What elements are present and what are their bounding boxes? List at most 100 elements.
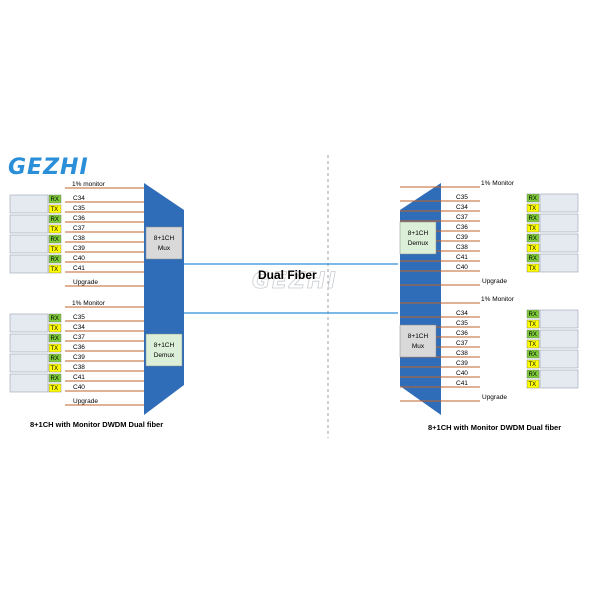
right-device-label: Mux: [412, 343, 425, 350]
right-port-tx: [526, 359, 540, 369]
left-device-box: [145, 333, 183, 367]
right-upgrade-label: Upgrade: [482, 394, 507, 401]
right-port-label: RX: [529, 196, 537, 202]
left-channel-label: C36: [73, 215, 85, 222]
right-channel-label: C41: [456, 254, 468, 261]
left-port-label: RX: [51, 316, 59, 322]
left-port-label: TX: [51, 346, 59, 352]
right-port-rx: [526, 349, 540, 359]
left-channel-label: C41: [73, 265, 85, 272]
left-port-rx: [48, 234, 62, 244]
left-port-tx: [48, 244, 62, 254]
right-port-label: RX: [529, 256, 537, 262]
left-port-rx: [48, 353, 62, 363]
left-port-rx: [48, 373, 62, 383]
left-channel-label: C37: [73, 334, 85, 341]
right-device-body: [400, 183, 441, 415]
right-port-rx: [526, 233, 540, 243]
left-port-label: TX: [51, 326, 59, 332]
right-client-box: [539, 309, 579, 329]
left-monitor-label: 1% monitor: [72, 181, 106, 188]
right-port-rx: [526, 369, 540, 379]
left-channel-label: C35: [73, 205, 85, 212]
right-port-tx: [526, 203, 540, 213]
left-channel-label: C36: [73, 344, 85, 351]
left-port-tx: [48, 363, 62, 373]
left-port-label: RX: [51, 217, 59, 223]
left-port-tx: [48, 323, 62, 333]
right-port-rx: [526, 309, 540, 319]
right-port-tx: [526, 319, 540, 329]
right-channel-label: C35: [456, 194, 468, 201]
right-channel-label: C40: [456, 370, 468, 377]
right-client-box: [539, 193, 579, 213]
brand-logo: GEZHI: [8, 155, 89, 180]
right-port-label: TX: [529, 342, 537, 348]
left-port-rx: [48, 313, 62, 323]
left-port-rx: [48, 214, 62, 224]
right-port-label: TX: [529, 226, 537, 232]
right-channel-label: C38: [456, 350, 468, 357]
right-port-tx: [526, 263, 540, 273]
right-channel-label: C34: [456, 204, 468, 211]
left-port-label: TX: [51, 227, 59, 233]
left-channel-label: C37: [73, 225, 85, 232]
right-port-tx: [526, 223, 540, 233]
left-upgrade-label: Upgrade: [73, 398, 98, 405]
left-device-label: 8+1CH: [154, 235, 175, 242]
right-port-label: RX: [529, 352, 537, 358]
left-channel-label: C35: [73, 314, 85, 321]
right-channel-label: C37: [456, 340, 468, 347]
right-device-box: [399, 324, 437, 358]
right-client-box: [539, 369, 579, 389]
left-device-box: [145, 226, 183, 260]
left-device-body: [144, 183, 184, 415]
left-channel-label: C34: [73, 195, 85, 202]
left-port-label: RX: [51, 237, 59, 243]
right-port-label: RX: [529, 372, 537, 378]
left-port-label: RX: [51, 336, 59, 342]
left-channel-label: C38: [73, 364, 85, 371]
left-port-tx: [48, 264, 62, 274]
right-upgrade-label: Upgrade: [482, 278, 507, 285]
left-port-rx: [48, 333, 62, 343]
left-port-label: RX: [51, 376, 59, 382]
right-channel-label: C40: [456, 264, 468, 271]
left-channel-label: C41: [73, 374, 85, 381]
left-device-label: Mux: [158, 245, 171, 252]
right-client-box: [539, 213, 579, 233]
right-port-label: RX: [529, 216, 537, 222]
left-port-label: TX: [51, 267, 59, 273]
left-client-box: [9, 313, 49, 333]
right-channel-label: C37: [456, 214, 468, 221]
right-channel-label: C36: [456, 224, 468, 231]
left-channel-label: C39: [73, 354, 85, 361]
right-port-label: RX: [529, 332, 537, 338]
left-channel-label: C40: [73, 384, 85, 391]
right-port-rx: [526, 329, 540, 339]
left-client-box: [9, 234, 49, 254]
right-port-label: TX: [529, 362, 537, 368]
right-device-label: 8+1CH: [408, 230, 429, 237]
right-port-tx: [526, 339, 540, 349]
left-device-label: Demux: [154, 352, 175, 359]
left-client-box: [9, 194, 49, 214]
left-port-tx: [48, 224, 62, 234]
right-port-rx: [526, 193, 540, 203]
right-monitor-label: 1% Monitor: [481, 180, 515, 187]
left-channel-label: C40: [73, 255, 85, 262]
left-port-label: RX: [51, 356, 59, 362]
left-port-label: TX: [51, 247, 59, 253]
right-monitor-label: 1% Monitor: [481, 296, 515, 303]
left-port-tx: [48, 343, 62, 353]
right-client-box: [539, 329, 579, 349]
right-port-label: TX: [529, 382, 537, 388]
right-port-tx: [526, 243, 540, 253]
left-device-label: 8+1CH: [154, 342, 175, 349]
right-caption: 8+1CH with Monitor DWDM Dual fiber: [428, 423, 561, 432]
left-port-tx: [48, 383, 62, 393]
right-client-box: [539, 233, 579, 253]
right-channel-label: C39: [456, 360, 468, 367]
right-channel-label: C34: [456, 310, 468, 317]
